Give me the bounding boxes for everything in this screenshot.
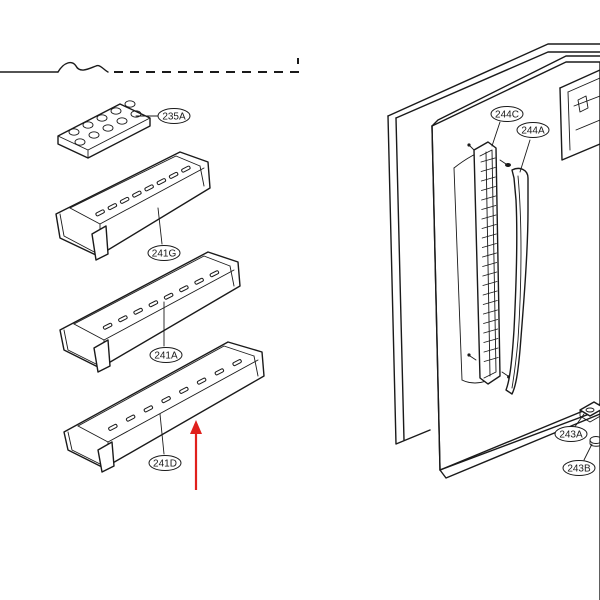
cover-rib bbox=[482, 290, 498, 296]
cover-rib bbox=[481, 205, 497, 210]
bin-slot bbox=[156, 178, 167, 186]
bin-slot bbox=[102, 322, 113, 330]
cover-rib bbox=[482, 300, 498, 305]
bin-slot bbox=[194, 277, 204, 285]
cover-rib bbox=[482, 281, 498, 286]
cover-rib bbox=[481, 186, 496, 191]
bin-slot bbox=[163, 292, 174, 300]
callout-bin-middle-text: 241A bbox=[154, 351, 178, 362]
egg-cup bbox=[74, 138, 86, 146]
callout-hinge-upper-text: 243A bbox=[559, 430, 583, 441]
cover-rib bbox=[483, 347, 499, 353]
cover-rib bbox=[481, 243, 497, 248]
door-handle bbox=[505, 167, 529, 395]
callout-bin-top-text: 241G bbox=[152, 249, 177, 260]
bin-slot bbox=[132, 190, 142, 198]
cover-rib bbox=[482, 262, 498, 267]
bin-slot bbox=[214, 368, 225, 376]
cover-rib bbox=[483, 319, 498, 324]
cover-rib bbox=[480, 167, 496, 172]
callout-handle: 244A bbox=[516, 122, 550, 138]
callout-handle-text: 244A bbox=[521, 126, 545, 137]
cover-rib bbox=[480, 157, 496, 163]
callout-egg-tray: 235A bbox=[157, 108, 191, 124]
bin-slot bbox=[119, 196, 130, 204]
callout-bin-bottom: 241D bbox=[148, 455, 182, 471]
cover-rib bbox=[483, 338, 499, 343]
cover-rib bbox=[482, 271, 498, 277]
egg-tray bbox=[57, 100, 151, 159]
egg-cup bbox=[110, 107, 122, 115]
bin-slot bbox=[209, 270, 220, 278]
callout-hinge-lower-text: 243B bbox=[567, 464, 591, 475]
egg-cup bbox=[130, 110, 142, 118]
bin-slot bbox=[232, 359, 242, 367]
callout-bin-top: 241G bbox=[147, 245, 181, 261]
door-bin-bottom bbox=[63, 341, 265, 473]
callout-hinge-upper: 243A bbox=[554, 426, 588, 442]
egg-cup bbox=[116, 117, 128, 125]
bin-slot bbox=[143, 405, 154, 413]
door-bin-middle bbox=[59, 251, 241, 373]
egg-cup bbox=[82, 121, 94, 129]
bin-slot bbox=[161, 396, 171, 404]
bin-slot bbox=[148, 300, 159, 308]
cover-rib bbox=[483, 357, 499, 362]
leader-lines bbox=[135, 115, 593, 461]
cover-rib bbox=[481, 214, 497, 220]
door-bin-top bbox=[55, 151, 211, 261]
cover-rib bbox=[483, 328, 499, 334]
egg-cup bbox=[68, 128, 80, 136]
callout-egg-tray-text: 235A bbox=[162, 112, 186, 123]
bin-slot bbox=[179, 386, 189, 394]
callout-bin-middle: 241A bbox=[149, 347, 183, 363]
cover-rib bbox=[481, 233, 497, 239]
callout-handle-cover-text: 244C bbox=[495, 110, 519, 121]
bin-slot bbox=[179, 285, 189, 293]
bin-slot bbox=[125, 414, 136, 422]
bin-slot bbox=[168, 171, 179, 179]
bin-slot bbox=[196, 377, 207, 385]
egg-cup bbox=[124, 100, 136, 108]
cover-rib bbox=[482, 252, 497, 258]
egg-cup bbox=[96, 114, 108, 122]
hinge-parts bbox=[579, 401, 600, 447]
cover-rib bbox=[481, 224, 497, 229]
bin-slot bbox=[133, 307, 143, 315]
cover-rib bbox=[480, 176, 496, 182]
cover-rib bbox=[482, 309, 498, 315]
bin-slot bbox=[144, 184, 154, 192]
bin-slot bbox=[108, 423, 118, 431]
cover-rib bbox=[481, 195, 497, 201]
egg-cup bbox=[88, 131, 100, 139]
section-boundary bbox=[0, 58, 299, 73]
indicator-arrow bbox=[190, 420, 202, 490]
callout-hinge-lower: 243B bbox=[562, 460, 596, 476]
handle-cover bbox=[467, 141, 513, 385]
bin-slot bbox=[107, 203, 118, 211]
egg-cup bbox=[102, 124, 114, 132]
bin-slot bbox=[95, 209, 105, 217]
callout-bin-bottom-text: 241D bbox=[153, 459, 177, 470]
arrow-head bbox=[190, 420, 202, 434]
callout-handle-cover: 244C bbox=[490, 106, 524, 122]
bin-slot bbox=[181, 165, 191, 173]
bin-slot bbox=[118, 315, 128, 323]
